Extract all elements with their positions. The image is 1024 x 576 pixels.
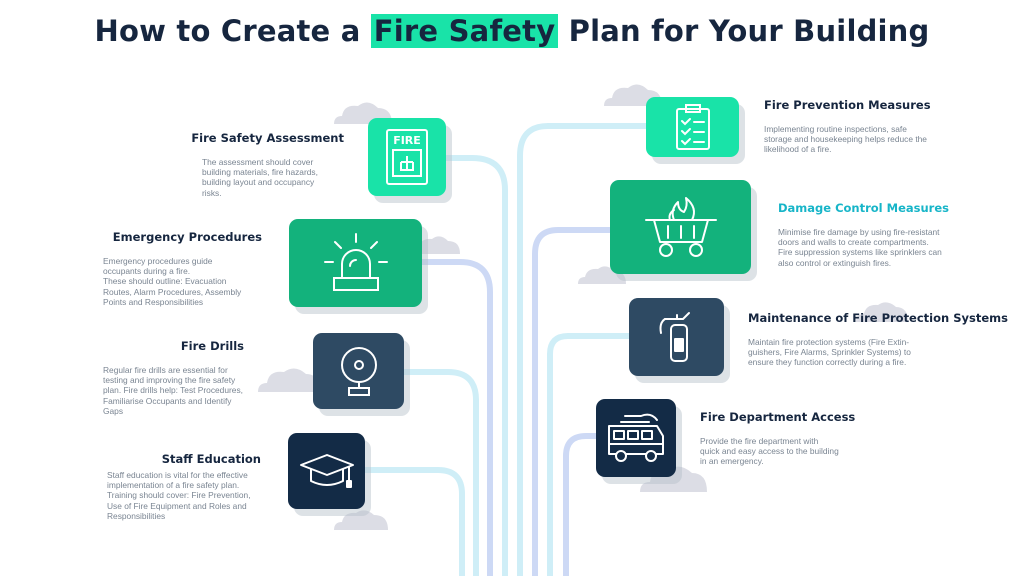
title-suffix: Plan for Your Building xyxy=(558,14,930,48)
siren-light-icon xyxy=(323,233,388,291)
title-highlight: Fire Safety xyxy=(370,14,559,48)
burning-cart-icon xyxy=(644,197,717,257)
step-card-damage-control-measures xyxy=(610,180,751,274)
connector-line xyxy=(399,369,479,576)
fire-alarm-panel-icon: FIRE xyxy=(386,129,428,185)
step-description-maintenance-fire-protection: Maintain fire protection systems (Fire E… xyxy=(748,337,911,368)
clipboard-checklist-icon xyxy=(675,104,710,150)
step-heading-emergency-procedures: Emergency Procedures xyxy=(112,230,262,244)
step-card-emergency-procedures xyxy=(289,219,422,307)
fire-truck-icon xyxy=(608,413,664,462)
cloud-icon xyxy=(412,236,460,254)
step-description-fire-prevention-measures: Implementing routine inspections, safe s… xyxy=(764,124,927,155)
cloud-icon xyxy=(856,302,908,322)
step-description-fire-department-access: Provide the fire department with quick a… xyxy=(700,436,839,467)
step-heading-fire-prevention-measures: Fire Prevention Measures xyxy=(764,98,931,112)
step-card-maintenance-fire-protection xyxy=(629,298,724,376)
connector-line xyxy=(442,155,508,576)
alarm-bell-icon xyxy=(340,347,377,396)
step-card-fire-drills xyxy=(313,333,404,409)
step-description-emergency-procedures: Emergency procedures guide occupants dur… xyxy=(103,256,242,307)
step-card-fire-prevention-measures xyxy=(646,97,739,157)
connector-line xyxy=(547,333,635,576)
graduation-cap-icon xyxy=(299,454,354,488)
title-prefix: How to Create a xyxy=(94,14,371,48)
step-heading-damage-control-measures: Damage Control Measures xyxy=(778,201,949,215)
cloud-icon xyxy=(334,510,388,530)
step-card-fire-safety-assessment: FIRE xyxy=(368,118,446,196)
fire-extinguisher-icon xyxy=(659,312,690,362)
connector-line xyxy=(517,123,653,576)
cloud-icon xyxy=(258,368,320,392)
fire-icon-label: FIRE xyxy=(393,134,421,147)
step-description-fire-drills: Regular fire drills are essential for te… xyxy=(103,365,243,416)
page-title: How to Create a Fire Safety Plan for You… xyxy=(0,14,1024,48)
step-heading-maintenance-fire-protection: Maintenance of Fire Protection Systems xyxy=(748,311,1008,325)
connector-line xyxy=(563,433,603,576)
step-heading-fire-safety-assessment: Fire Safety Assessment xyxy=(191,131,344,145)
cloud-icon xyxy=(578,266,626,284)
step-description-damage-control-measures: Minimise fire damage by using fire-resis… xyxy=(778,227,942,268)
step-heading-fire-drills: Fire Drills xyxy=(180,339,244,353)
step-heading-staff-education: Staff Education xyxy=(161,452,261,466)
connector-line xyxy=(362,467,465,576)
step-card-fire-department-access xyxy=(596,399,676,477)
connector-line xyxy=(532,227,618,576)
step-card-staff-education xyxy=(288,433,365,509)
step-description-fire-safety-assessment: The assessment should cover building mat… xyxy=(202,157,318,198)
step-heading-fire-department-access: Fire Department Access xyxy=(700,410,856,424)
connector-line xyxy=(417,259,493,576)
step-description-staff-education: Staff education is vital for the effecti… xyxy=(107,470,251,521)
